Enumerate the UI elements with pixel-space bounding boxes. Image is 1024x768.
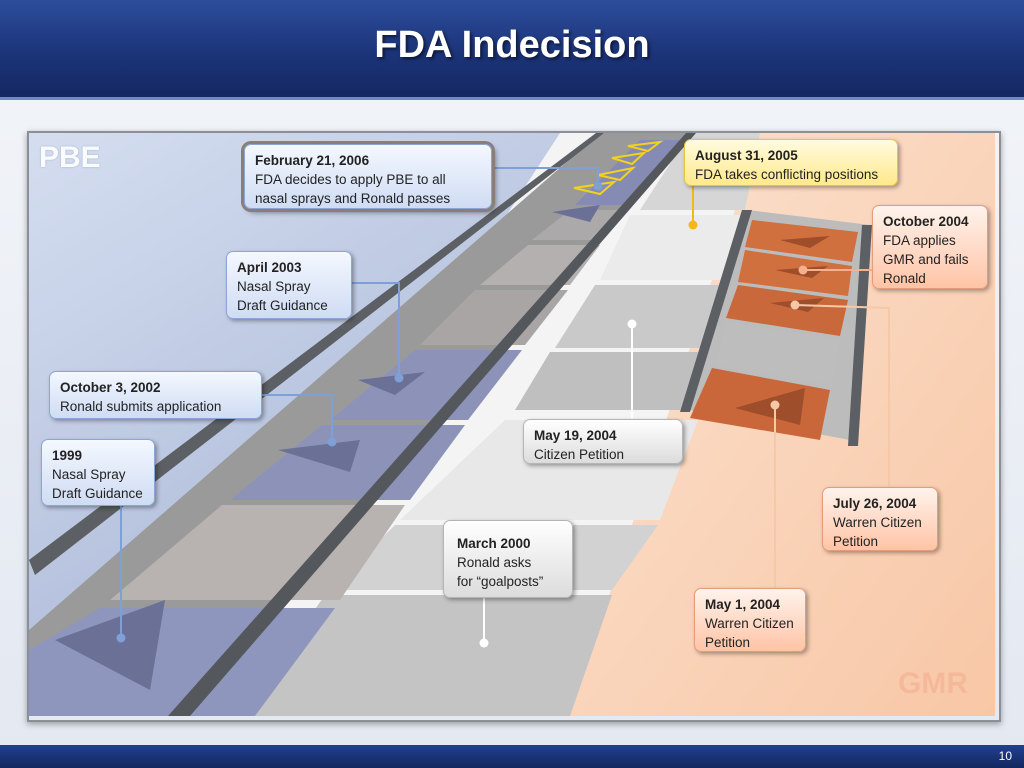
event-2000-text: Ronald asks for “goalposts” — [457, 555, 544, 589]
event-2003-callout: April 2003 Nasal Spray Draft Guidance — [226, 251, 352, 319]
event-2005-date: August 31, 2005 — [695, 148, 798, 163]
event-2004jul-text: Warren Citizen Petition — [833, 515, 922, 549]
event-2006-text: FDA decides to apply PBE to all nasal sp… — [255, 172, 451, 206]
event-2003-text: Nasal Spray Draft Guidance — [237, 279, 328, 313]
event-1999-callout: 1999 Nasal Spray Draft Guidance — [41, 439, 155, 506]
event-2000-callout: March 2000 Ronald asks for “goalposts” — [443, 520, 573, 598]
connector-2004jul — [794, 304, 890, 490]
event-2000-date: March 2000 — [457, 536, 531, 551]
page-number: 10 — [998, 749, 1012, 763]
event-2002-date: October 3, 2002 — [60, 380, 161, 395]
event-2004jul-date: July 26, 2004 — [833, 496, 917, 511]
gmr-zone-label: GMR — [898, 667, 968, 700]
event-2004may19-text: Citizen Petition — [534, 447, 625, 462]
slide-title: FDA Indecision — [374, 24, 650, 66]
marker-2003 — [394, 373, 404, 383]
event-2005-text: FDA takes conflicting positions — [695, 167, 879, 182]
event-2004oct-text: FDA applies GMR and fails Ronald — [883, 233, 969, 286]
event-1999-text: Nasal Spray Draft Guidance — [52, 467, 143, 501]
pbe-rail-right — [168, 133, 696, 716]
event-2004may19-date: May 19, 2004 — [534, 428, 617, 443]
event-2002-text: Ronald submits application — [60, 399, 222, 414]
marker-2000 — [479, 638, 489, 648]
event-2004may1-callout: May 1, 2004 Warren Citizen Petition — [694, 588, 806, 652]
pbe-rail-left — [29, 133, 604, 575]
event-2004may1-text: Warren Citizen Petition — [705, 616, 794, 650]
marker-1999 — [116, 633, 126, 643]
event-2003-date: April 2003 — [237, 260, 302, 275]
timeline-panel — [27, 131, 1001, 722]
marker-2004oct — [798, 265, 808, 275]
event-2005-callout: August 31, 2005 FDA takes conflicting po… — [684, 139, 898, 186]
event-2006-callout: February 21, 2006 FDA decides to apply P… — [244, 144, 492, 209]
connector-2006 — [492, 167, 599, 186]
marker-2006 — [593, 181, 603, 191]
marker-2004may1 — [770, 400, 780, 410]
title-bar: FDA Indecision — [0, 0, 1024, 100]
event-2004may1-date: May 1, 2004 — [705, 597, 781, 612]
marker-2005 — [688, 220, 698, 230]
event-1999-date: 1999 — [52, 448, 83, 463]
gmr-rail-right — [848, 225, 872, 446]
marker-2004may19 — [627, 319, 637, 329]
marker-2002 — [327, 437, 337, 447]
pbe-zone-label: PBE — [39, 141, 101, 174]
event-2006-date: February 21, 2006 — [255, 153, 370, 168]
event-2004oct-date: October 2004 — [883, 214, 969, 229]
event-2004jul-callout: July 26, 2004 Warren Citizen Petition — [822, 487, 938, 551]
gmr-rail-left — [680, 210, 752, 412]
connector-2003 — [352, 282, 400, 378]
footer-bar: 10 — [0, 745, 1024, 768]
event-2002-callout: October 3, 2002 Ronald submits applicati… — [49, 371, 262, 419]
event-2004oct-callout: October 2004 FDA applies GMR and fails R… — [872, 205, 988, 289]
marker-2004jul — [790, 300, 800, 310]
connector-2002 — [262, 394, 333, 442]
event-2004may19-callout: May 19, 2004 Citizen Petition — [523, 419, 683, 464]
